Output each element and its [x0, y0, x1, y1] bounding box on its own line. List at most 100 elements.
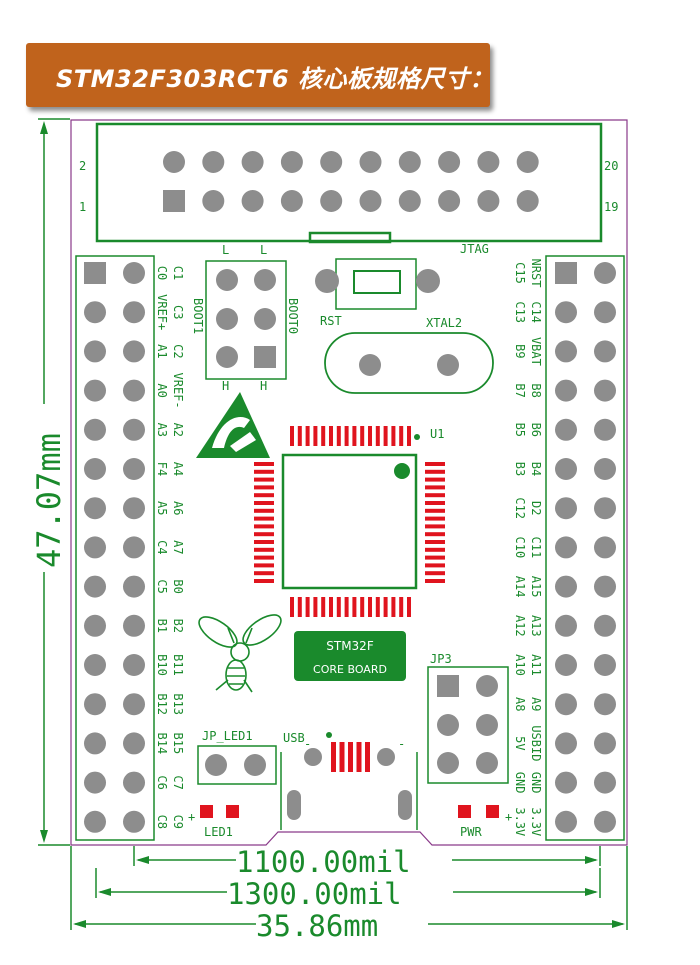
right-outer-pin-label: A9 — [529, 697, 543, 711]
left-outer-pin-label: C2 — [171, 344, 185, 358]
right-header-pin — [594, 614, 616, 637]
left-header-pin — [123, 301, 145, 324]
mcu-pad — [391, 426, 396, 446]
boot1-low-label: L — [222, 243, 229, 257]
mcu-pad — [321, 426, 326, 446]
left-header-pin — [84, 536, 106, 559]
left-header-pin — [123, 340, 145, 363]
right-outer-pin-label: C14 — [529, 301, 543, 323]
right-outer-pin-label: A15 — [529, 576, 543, 598]
right-inner-pin-label: 3.3V — [513, 807, 527, 836]
reset-button — [315, 258, 440, 310]
right-header — [545, 255, 625, 841]
left-outer-pin-label: A6 — [171, 501, 185, 515]
inner-width-label: 1100.00mil — [236, 845, 411, 879]
boot0-low-label: L — [260, 243, 267, 257]
mcu-pad — [360, 426, 365, 446]
left-header-pin — [123, 418, 145, 441]
right-header-pin — [555, 536, 577, 559]
right-outer-pin-label: A13 — [529, 615, 543, 637]
left-header-pin — [123, 497, 145, 520]
jp3-label: JP3 — [430, 652, 452, 666]
left-header-pin — [123, 536, 145, 559]
mcu-pad — [425, 516, 445, 521]
mcu-pad — [360, 597, 365, 617]
mcu-pad — [254, 485, 274, 490]
right-header-pin — [594, 379, 616, 402]
mcu-pad — [254, 469, 274, 474]
mcu-pad — [425, 571, 445, 576]
left-header-pin — [84, 418, 106, 441]
jtag-pin — [320, 190, 343, 212]
left-inner-pin-label: A5 — [155, 501, 169, 515]
mcu-pad — [297, 426, 302, 446]
mcu-pad — [425, 501, 445, 505]
core-board-logo: STM32F CORE BOARD — [294, 631, 406, 681]
right-outer-pin-label: 3.3V — [529, 807, 543, 836]
left-header-pin — [84, 340, 106, 363]
right-outer-pin-label: B4 — [529, 462, 543, 476]
mcu-pad — [254, 501, 274, 505]
mcu-pad — [305, 597, 310, 617]
mcu-pad — [425, 563, 445, 568]
mcu-pad — [254, 493, 274, 498]
mcu-pad — [290, 597, 294, 617]
right-outer-pin-label: B6 — [529, 423, 543, 437]
jtag-pin — [477, 190, 500, 212]
left-inner-pin-label: B1 — [155, 619, 169, 633]
mcu-pad — [329, 426, 333, 446]
left-header-pin — [84, 379, 106, 402]
mcu-pad — [336, 426, 341, 446]
jtag-pin — [241, 151, 264, 173]
mcu-pad — [425, 547, 445, 552]
jtag-pin — [241, 190, 264, 212]
right-header-pin — [555, 732, 577, 755]
left-header-pin — [123, 379, 145, 402]
left-header-pin — [84, 458, 106, 480]
jtag-pin-1-label: 1 — [79, 200, 86, 214]
mcu-pad — [399, 597, 404, 617]
left-header-pin — [123, 810, 145, 833]
right-header-pin — [555, 379, 577, 402]
left-header-pin — [123, 693, 145, 716]
right-header-pin — [594, 262, 616, 284]
mcu-pad — [313, 597, 318, 617]
left-inner-pin-label: C0 — [155, 266, 169, 280]
right-header-pin — [555, 418, 577, 441]
right-header-pin — [594, 771, 616, 794]
right-inner-pin-label: 5V — [513, 736, 527, 750]
left-header-pin — [84, 262, 106, 284]
usb-minus-right: - — [398, 737, 405, 751]
mcu-pad — [254, 571, 274, 576]
left-header-pin — [84, 693, 106, 716]
mcu-pad — [383, 597, 388, 617]
left-outer-pin-label: A4 — [171, 462, 185, 476]
height-dimension-label: 47.07mm — [30, 433, 68, 568]
usb-pad — [356, 742, 362, 772]
right-header-pin — [555, 614, 577, 637]
right-header-pin — [594, 575, 616, 598]
mcu-pad — [254, 477, 274, 482]
right-outer-pin-label: D2 — [529, 501, 543, 515]
left-header-pin — [84, 810, 106, 833]
usb-pad — [331, 742, 336, 772]
jtag-pin-2-label: 2 — [79, 159, 86, 173]
right-inner-pin-label: B5 — [513, 423, 527, 437]
mcu-pad — [336, 597, 341, 617]
mcu-pad — [352, 426, 357, 446]
right-inner-pin-label: C13 — [513, 301, 527, 323]
u1-label: U1 — [430, 427, 444, 441]
left-header-pin — [84, 732, 106, 755]
left-header-pin — [123, 262, 145, 284]
jtag-pin — [438, 190, 461, 212]
jp3-jumper — [427, 666, 509, 784]
mcu-pad — [329, 597, 333, 617]
left-outer-pin-label: VREF- — [171, 373, 185, 409]
xtal-label: XTAL2 — [426, 316, 462, 330]
mcu-pad — [254, 516, 274, 521]
mcu-pad — [254, 524, 274, 529]
mcu-pad — [305, 426, 310, 446]
boot-jumpers — [205, 260, 287, 380]
mcu-pad — [425, 477, 445, 482]
pwr-label: PWR — [460, 825, 482, 839]
